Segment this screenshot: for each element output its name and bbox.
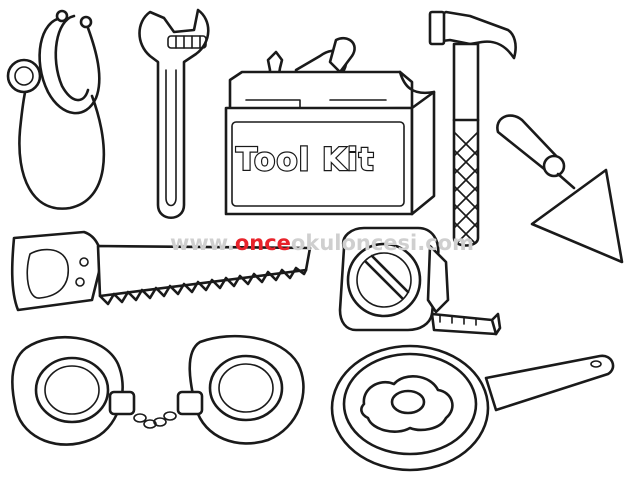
hammer-icon <box>428 10 517 247</box>
watermark-accent: once <box>235 231 291 255</box>
stethoscope-icon <box>6 9 106 210</box>
trowel-icon <box>496 114 624 264</box>
watermark-text: www.onceokuloncesi.com <box>170 231 474 255</box>
toolbox-icon: Tool Kit <box>224 36 436 216</box>
tape-measure-icon <box>338 226 502 336</box>
adjustable-wrench-icon <box>138 8 210 220</box>
toolbox-label: Tool Kit <box>236 142 375 178</box>
handcuffs-icon <box>11 334 305 446</box>
frying-pan-with-egg-icon <box>330 344 615 472</box>
watermark-prefix: www. <box>170 231 235 255</box>
watermark-suffix: okuloncesi.com <box>291 231 474 255</box>
hand-saw-icon <box>10 230 312 312</box>
